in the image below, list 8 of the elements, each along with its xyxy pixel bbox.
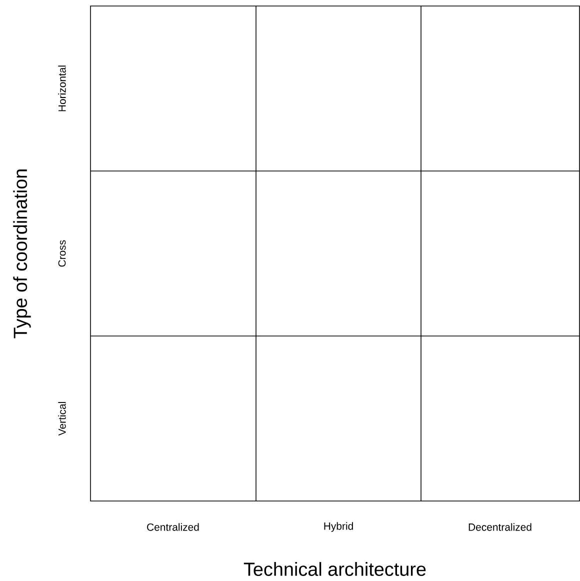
column-label: Centralized <box>147 523 199 531</box>
column-label: Decentralized <box>468 523 532 531</box>
column-label: Hybrid <box>324 522 353 532</box>
axis-title: Type of coordination <box>13 170 31 338</box>
row-label: Cross <box>58 240 66 267</box>
row-label: Vertical <box>58 402 66 436</box>
axis-title: Technical architecture <box>244 562 426 576</box>
row-label: Horizontal <box>58 66 66 112</box>
